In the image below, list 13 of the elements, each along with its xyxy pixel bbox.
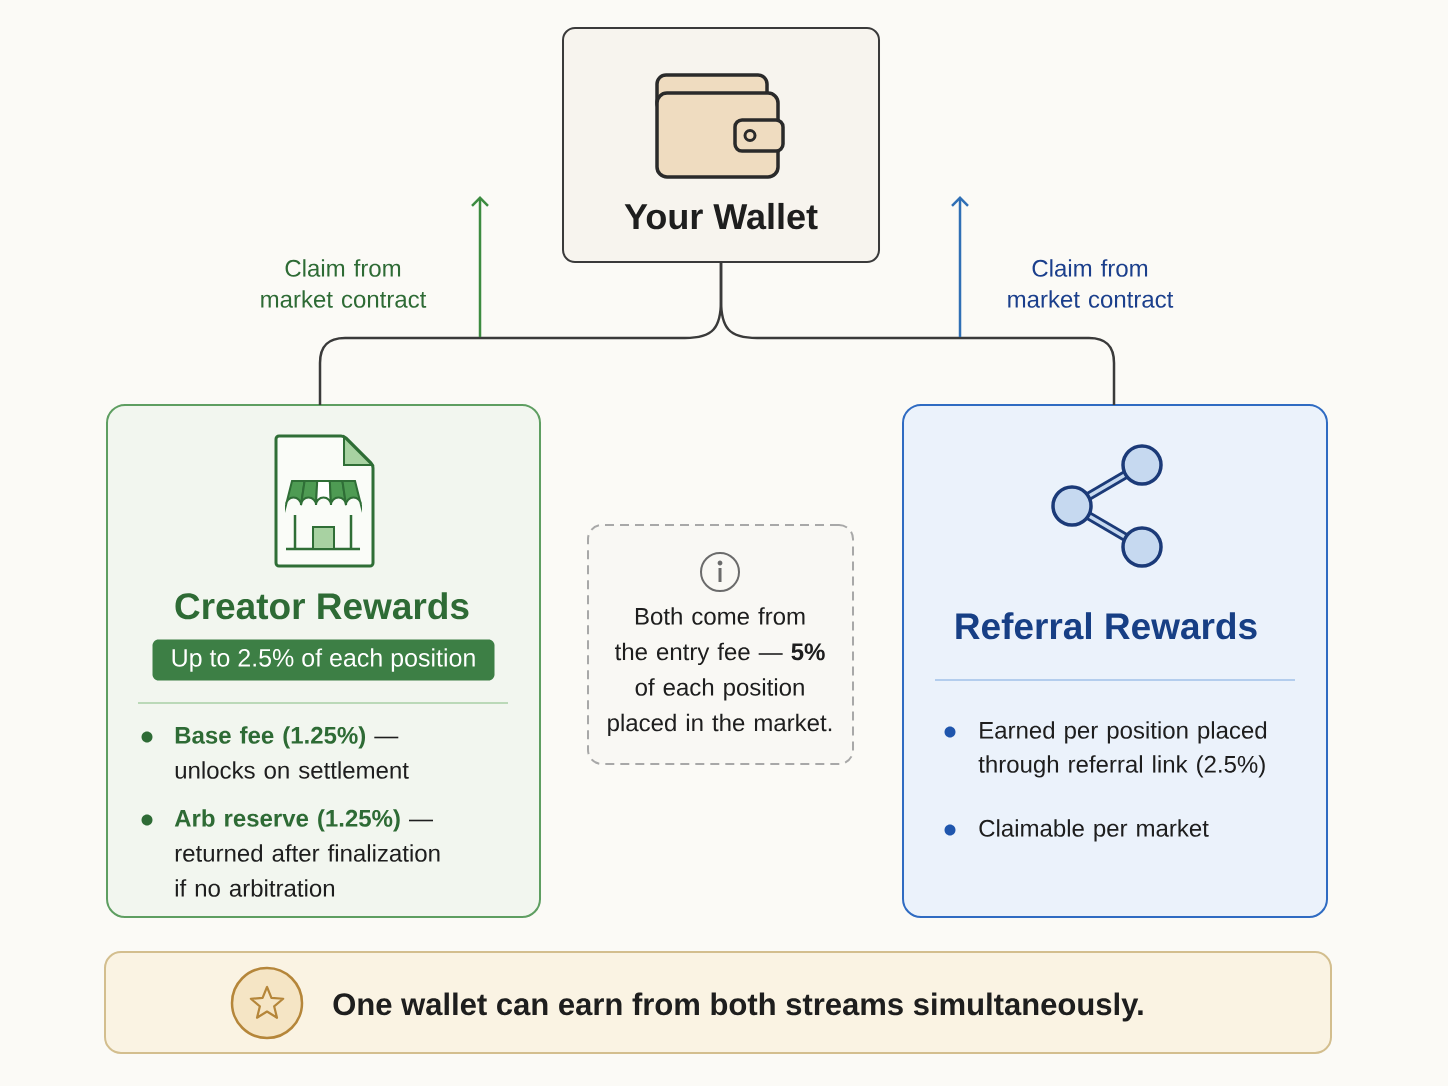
bullet-text: Claimable per market [979,819,1209,842]
card-title: Creator Rewards [175,592,469,620]
bullet-text: Arb reserve (1.25%) — returned after finalization if no arbitration [174,809,440,897]
card-title: Your Wallet [624,202,818,230]
note-text: Both come from the entry fee — 5% of each position placed in the market. [608,607,832,737]
bullet-text: Base fee (1.25%) — unlocks on settlement [175,726,409,779]
flow-label: Claim from market contract [1008,259,1174,308]
bullet-text: Earned per position placed through referral link (2.5%) [978,721,1267,778]
percentage-badge: Up to 2.5% of each position [152,639,495,681]
flow-label: Claim from market contract [261,259,427,308]
connector-line [719,262,1116,405]
banner-text: One wallet can earn from both streams simultaneously. [333,992,1143,1022]
card-title: Referral Rewards [956,612,1257,640]
